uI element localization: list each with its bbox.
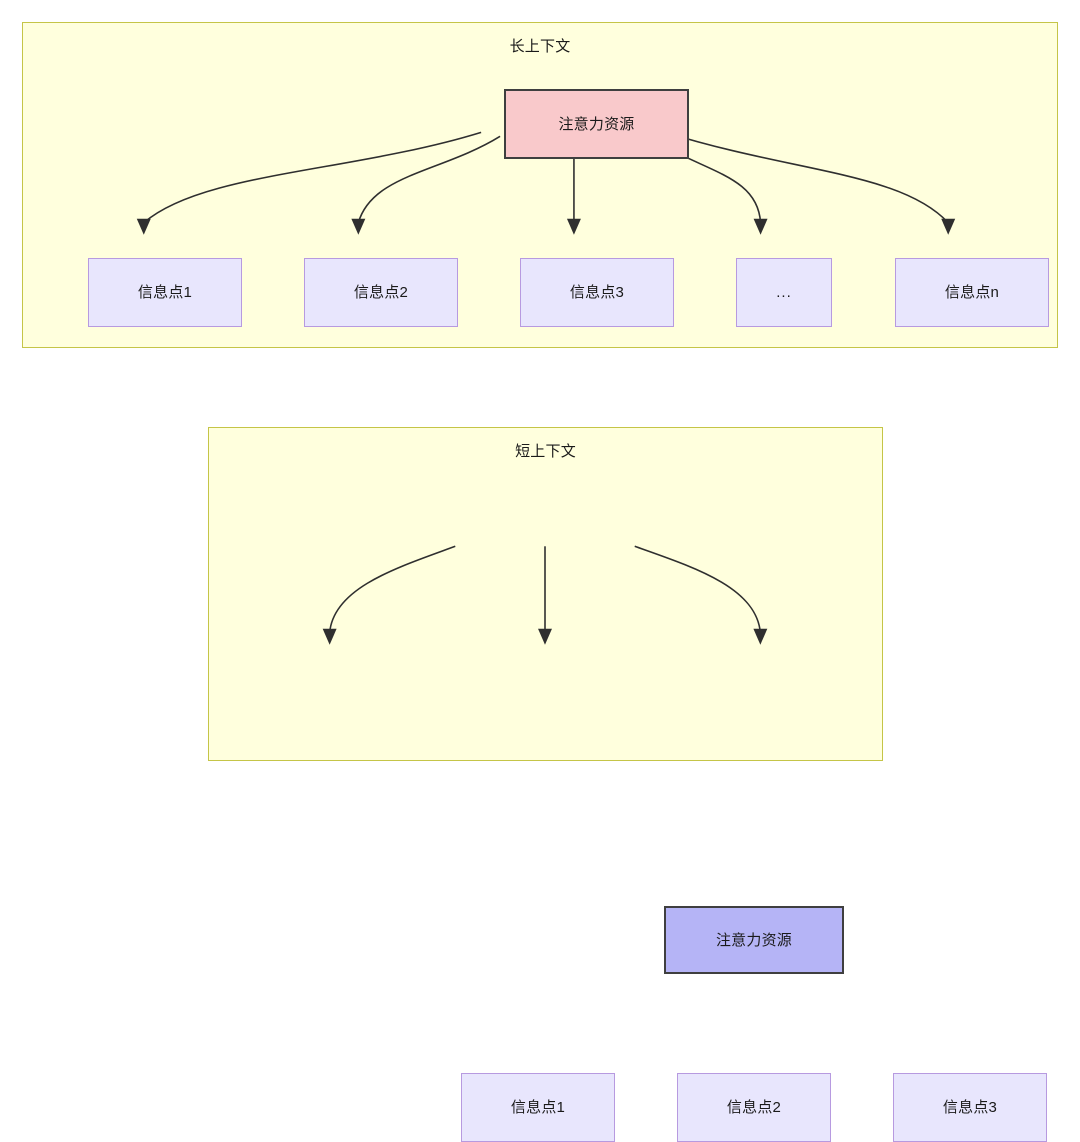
panel-long-context-title: 长上下文 bbox=[509, 38, 571, 55]
root-node-attention-resource-short[interactable]: 注意力资源 bbox=[664, 906, 844, 974]
leaf-node-info-point-1-short[interactable]: 信息点1 bbox=[461, 1073, 615, 1142]
edge-root-to-leaf-3 bbox=[634, 545, 768, 645]
leaf-node-info-point-3-short[interactable]: 信息点3 bbox=[893, 1073, 1047, 1142]
leaf-node-info-point-2-short[interactable]: 信息点2 bbox=[677, 1073, 831, 1142]
leaf-node-label: 信息点2 bbox=[353, 284, 409, 301]
leaf-node-label: ... bbox=[776, 284, 792, 301]
edge-root-to-leaf-2 bbox=[538, 546, 552, 645]
edge-root-to-leaf-1 bbox=[136, 131, 482, 235]
panel-short-context-title: 短上下文 bbox=[515, 443, 576, 460]
leaf-node-label: 信息点3 bbox=[569, 284, 625, 301]
leaf-node-label: 信息点2 bbox=[726, 1099, 782, 1116]
leaf-node-label: 信息点n bbox=[944, 284, 1000, 301]
root-node-label: 注意力资源 bbox=[558, 115, 635, 133]
leaf-node-info-point-3-long[interactable]: 信息点3 bbox=[520, 258, 674, 327]
leaf-node-info-point-1-long[interactable]: 信息点1 bbox=[88, 258, 242, 327]
edge-root-to-leaf-1 bbox=[322, 545, 456, 645]
edge-root-to-leaf-2 bbox=[351, 135, 501, 235]
leaf-node-info-point-n-long[interactable]: 信息点n bbox=[895, 258, 1049, 327]
leaf-node-info-point-2-long[interactable]: 信息点2 bbox=[304, 258, 458, 327]
edge-root-to-leaf-5 bbox=[665, 131, 956, 235]
leaf-node-label: 信息点1 bbox=[137, 284, 193, 301]
panel-long-context: 长上下文 注意力资源 信息点 bbox=[22, 22, 1058, 348]
leaf-node-label: 信息点1 bbox=[510, 1099, 566, 1116]
root-node-attention-resource-long[interactable]: 注意力资源 bbox=[504, 89, 689, 159]
leaf-node-ellipsis-long[interactable]: ... bbox=[736, 258, 832, 327]
edges-short-context bbox=[322, 545, 768, 645]
root-node-label: 注意力资源 bbox=[715, 931, 792, 949]
panel-short-context: 短上下文 注意力资源 信息点1 信息点2 信息点3 bbox=[208, 427, 1047, 1142]
leaf-node-label: 信息点3 bbox=[942, 1099, 998, 1116]
